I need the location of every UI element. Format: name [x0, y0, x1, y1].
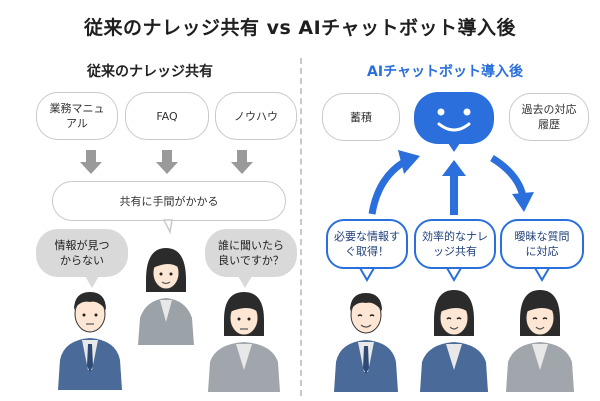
- right-heading: AIチャットボット導入後: [367, 64, 523, 80]
- up-left-arrow-icon: [368, 150, 420, 215]
- down-arrow-icon: [80, 150, 102, 174]
- person-man-right: [334, 293, 398, 392]
- bubble-tail: [358, 267, 376, 282]
- person-woman-right: [506, 290, 574, 392]
- left-heading: 従来のナレッジ共有: [87, 64, 213, 80]
- complaint-bubble: 誰に聞いたら良いですか？: [205, 229, 297, 277]
- input-history: 過去の対応履歴: [509, 93, 589, 141]
- down-arrow-icon: [156, 150, 178, 174]
- down-arrow-icon: [231, 150, 253, 174]
- bubble-tail: [445, 267, 463, 282]
- bubble-tail: [448, 143, 460, 152]
- smiley-eye: [437, 108, 445, 116]
- source-faq: FAQ: [125, 92, 209, 140]
- person-woman-center: [138, 248, 194, 345]
- smiley-mouth: [437, 122, 471, 132]
- benefit-bubble: 曖昧な質問に対応: [500, 219, 584, 269]
- person-woman-right-center: [420, 290, 488, 392]
- person-man-left: [58, 292, 122, 390]
- page-title: 従来のナレッジ共有 vs AIチャットボット導入後: [83, 17, 516, 39]
- chatbot-icon: [414, 92, 494, 144]
- source-knowhow: ノウハウ: [215, 92, 297, 140]
- bubble-tail: [238, 276, 252, 288]
- down-right-arrow-icon: [490, 155, 534, 212]
- complaint-bubble: 情報が見つからない: [36, 229, 128, 277]
- up-arrow-icon: [442, 160, 466, 215]
- bubble-tail: [85, 276, 99, 288]
- smiley-eye: [463, 108, 471, 116]
- bubble-tail: [162, 219, 173, 235]
- divider: [300, 58, 302, 396]
- input-accumulate: 蓄積: [322, 93, 400, 141]
- person-woman-left: [208, 292, 280, 392]
- benefit-bubble: 効率的なナレッジ共有: [414, 219, 496, 269]
- bubble-tail: [533, 267, 551, 282]
- source-manual: 業務マニュアル: [36, 92, 118, 140]
